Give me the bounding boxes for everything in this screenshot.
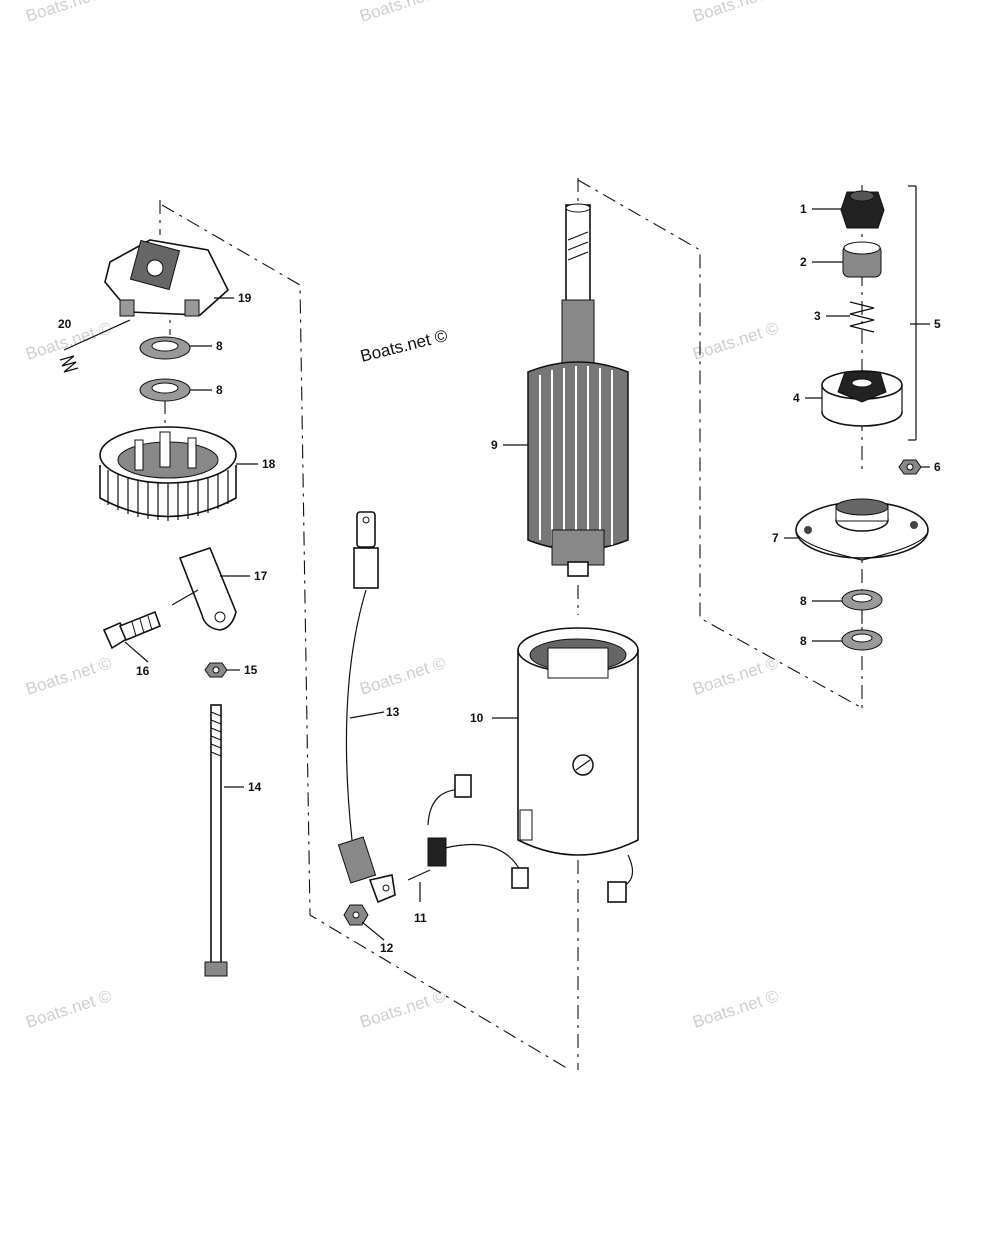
leader-lines: [63, 208, 930, 941]
assembly-guide-lines: [159, 178, 917, 1071]
callout-12: 12: [380, 941, 394, 955]
part-washer-8: [139, 336, 191, 360]
part-spring-20: [59, 355, 79, 373]
callout-8: 8: [800, 634, 807, 648]
part-spacer-2: [842, 241, 882, 278]
callout-6: 6: [934, 460, 941, 474]
callout-1: 1: [800, 202, 807, 216]
watermark: Boats.net ©: [23, 653, 114, 699]
callout-8: 8: [216, 383, 223, 397]
callout-7: 7: [772, 531, 779, 545]
callout-8: 8: [216, 339, 223, 353]
part-nut-1: [840, 190, 885, 229]
part-nut-15: [204, 662, 228, 678]
part-end-cap-7: [795, 498, 929, 561]
callout-15: 15: [244, 663, 258, 677]
part-washer-8: [841, 589, 883, 611]
watermark: Boats.net ©: [23, 0, 114, 26]
callout-13: 13: [386, 705, 400, 719]
part-thru-bolt-14: [204, 704, 228, 977]
callout-14: 14: [248, 780, 262, 794]
callout-3: 3: [814, 309, 821, 323]
watermark: Boats.net ©: [23, 986, 114, 1032]
callout-4: 4: [793, 391, 800, 405]
part-lead-wire-13: [337, 511, 396, 904]
callout-8: 8: [800, 594, 807, 608]
callout-19: 19: [238, 291, 252, 305]
part-washer-8: [841, 629, 883, 651]
watermark: Boats.net ©: [690, 653, 781, 699]
callout-2: 2: [800, 255, 807, 269]
part-armature-9: [527, 203, 629, 577]
callout-16: 16: [136, 664, 150, 678]
callout-11: 11: [414, 911, 427, 925]
callout-18: 18: [262, 457, 276, 471]
part-field-frame-18: [99, 426, 237, 521]
part-bracket-17: [171, 547, 237, 631]
watermark: Boats.net ©: [690, 0, 781, 26]
watermark: Boats.net ©: [357, 0, 448, 26]
part-screw-16: [102, 610, 162, 650]
part-spring-3: [849, 301, 875, 333]
watermark: Boats.net ©: [357, 986, 448, 1032]
part-brush-assembly-11: [407, 774, 634, 903]
part-nut-12: [343, 904, 369, 926]
watermark-main: Boats.net ©: [358, 326, 449, 366]
watermarks: Boats.net © Boats.net © Boats.net © Boat…: [23, 0, 781, 1032]
callout-5: 5: [934, 317, 941, 331]
watermark: Boats.net ©: [690, 986, 781, 1032]
watermark: Boats.net ©: [357, 653, 448, 699]
watermark: Boats.net ©: [690, 318, 781, 364]
callout-20: 20: [58, 317, 72, 331]
callout-9: 9: [491, 438, 498, 452]
part-housing-10: [517, 627, 639, 856]
callout-10: 10: [470, 711, 484, 725]
part-brush-plate-19: [104, 239, 229, 317]
part-washer-8: [139, 378, 191, 402]
callout-17: 17: [254, 569, 268, 583]
part-drive-gear-4: [821, 370, 903, 427]
callout-labels: 1 2 3 5 4 6 7 8 8 9 10 11 12 13 14 15 16…: [58, 202, 941, 955]
part-nut-6: [898, 459, 922, 475]
